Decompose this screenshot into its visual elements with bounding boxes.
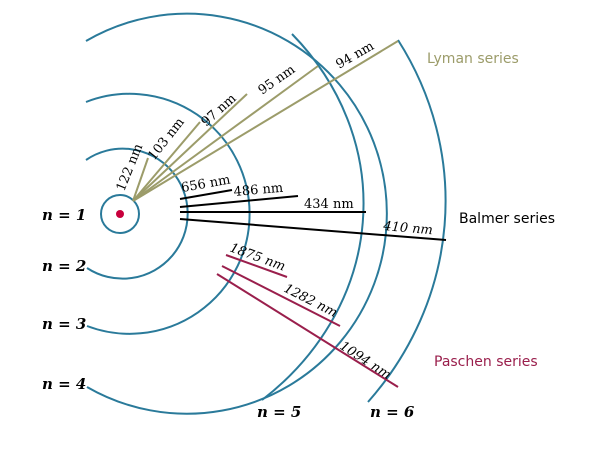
- lyman-line-94: [132, 40, 399, 202]
- balmer-label-410: 410 nm: [382, 219, 434, 238]
- balmer-line-656: [179, 189, 233, 200]
- paschen-transitions: [216, 254, 399, 388]
- lyman-line-122: [132, 157, 149, 202]
- lyman-line-97: [132, 93, 248, 202]
- paschen-line-1875: [225, 254, 288, 278]
- balmer-label-486: 486 nm: [233, 181, 284, 200]
- lyman-line-95: [132, 65, 319, 202]
- balmer-transitions: [179, 189, 447, 241]
- paschen-line-1094: [216, 273, 399, 388]
- paschen-line-1282: [221, 265, 341, 327]
- balmer-label-656: 656 nm: [180, 173, 232, 196]
- orbit-n2: [85, 147, 189, 280]
- level-label-n2: n = 2: [42, 257, 86, 275]
- orbit-n1: [100, 194, 140, 234]
- level-label-n1: n = 1: [42, 206, 86, 224]
- lyman-label-97: 97 nm: [199, 91, 240, 130]
- lyman-label-95: 95 nm: [256, 62, 298, 98]
- balmer-series-label: Balmer series: [459, 211, 555, 227]
- level-label-n6: n = 6: [370, 403, 415, 421]
- nucleus: [116, 210, 124, 218]
- balmer-label-434: 434 nm: [304, 197, 354, 212]
- paschen-label-1094: 1094 nm: [337, 339, 394, 383]
- lyman-series-label: Lyman series: [427, 51, 519, 67]
- lyman-transitions: [132, 40, 399, 202]
- orbit-n6: [367, 39, 447, 403]
- orbit-n4: [85, 12, 388, 415]
- paschen-series-label: Paschen series: [434, 354, 538, 370]
- lyman-line-103: [132, 121, 201, 202]
- level-label-n5: n = 5: [257, 403, 301, 421]
- balmer-line-486: [179, 195, 299, 208]
- level-label-n3: n = 3: [42, 315, 86, 333]
- orbit-n3: [85, 92, 251, 335]
- level-label-n4: n = 4: [42, 375, 86, 393]
- balmer-line-410: [179, 218, 447, 241]
